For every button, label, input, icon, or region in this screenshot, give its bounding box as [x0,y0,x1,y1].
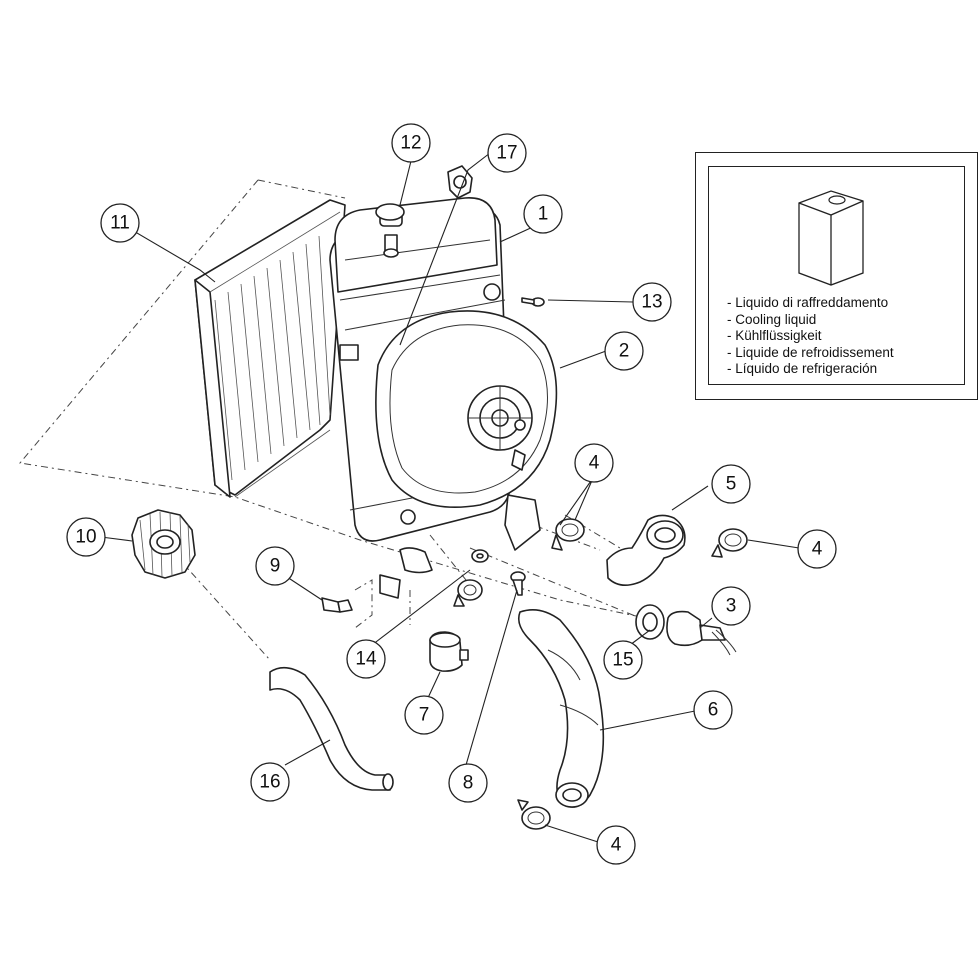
svg-text:11: 11 [110,213,130,234]
filler-cap-part-10 [131,509,196,579]
coolant-info-box: - Liquido di raffreddamento - Cooling li… [695,152,978,400]
bolt-part-9 [321,597,353,613]
coolant-label-german: - Kühlflüssigkeit [727,328,822,343]
fan-part-2 [375,310,558,551]
radiator-shroud-part-11 [194,199,346,498]
sensor-part-3 [666,610,737,656]
svg-text:7: 7 [419,705,430,726]
svg-text:5: 5 [726,474,737,495]
callout-11: 11 [100,203,140,243]
callout-7: 7 [404,695,444,735]
coolant-label-spanish: - Líquido de refrigeración [727,361,878,376]
callout-14: 14 [346,639,386,679]
lower-hose-part-6 [517,609,605,808]
callout-4a: 4 [574,443,614,483]
callout-1: 1 [523,194,563,234]
svg-text:17: 17 [496,143,517,164]
hose-clamp-part-4d [517,799,551,830]
callout-15: 15 [603,640,643,680]
coolant-label-list: - Liquido di raffreddamento - Cooling li… [727,295,894,378]
callout-12: 12 [391,123,431,163]
screw-part-13 [521,297,545,307]
elbow-hose-part-5 [606,514,686,586]
svg-text:4: 4 [812,539,823,560]
callout-4c: 4 [596,825,636,865]
coolant-can-icon [798,190,864,286]
callout-3: 3 [711,586,751,626]
svg-text:9: 9 [270,556,281,577]
rubber-mount-part-7 [429,631,469,672]
callout-17: 17 [487,133,527,173]
svg-text:14: 14 [355,649,377,670]
svg-text:4: 4 [611,835,622,856]
svg-text:16: 16 [259,772,280,793]
svg-text:10: 10 [75,527,96,548]
hose-clamp-part-4a [551,518,585,551]
callout-8: 8 [448,763,488,803]
svg-text:8: 8 [463,773,474,794]
callout-5: 5 [711,464,751,504]
clip-part-17 [447,165,473,199]
svg-text:2: 2 [619,341,630,362]
coolant-label-italian: - Liquido di raffreddamento [727,295,889,310]
callout-10: 10 [66,517,106,557]
callouts: 1 2 3 4 4 4 5 6 7 8 9 10 11 12 13 14 15 … [66,123,837,865]
coolant-info-inner-frame: - Liquido di raffreddamento - Cooling li… [708,166,965,385]
small-hose-part-16 [269,666,394,791]
grommet-part-14 [471,549,489,563]
callout-13: 13 [632,282,672,322]
svg-text:12: 12 [400,133,421,154]
callout-leader-lines [100,152,800,843]
svg-text:15: 15 [612,650,633,671]
svg-text:13: 13 [641,292,662,313]
gasket-part-15 [635,604,665,640]
hose-clamp-part-4b [711,528,748,558]
callout-6: 6 [693,690,733,730]
coolant-label-french: - Liquide de refroidissement [727,344,894,360]
hose-clamp-part-4c [453,579,483,607]
svg-text:4: 4 [589,453,600,474]
callout-4b: 4 [797,529,837,569]
svg-text:3: 3 [726,596,737,617]
screw-part-8 [510,571,526,596]
callout-2: 2 [604,331,644,371]
callout-9: 9 [255,546,295,586]
callout-16: 16 [250,762,290,802]
svg-text:6: 6 [708,700,719,721]
svg-text:1: 1 [538,204,549,225]
assembly-guide-lines [19,179,656,661]
coolant-label-english: - Cooling liquid [727,311,817,327]
